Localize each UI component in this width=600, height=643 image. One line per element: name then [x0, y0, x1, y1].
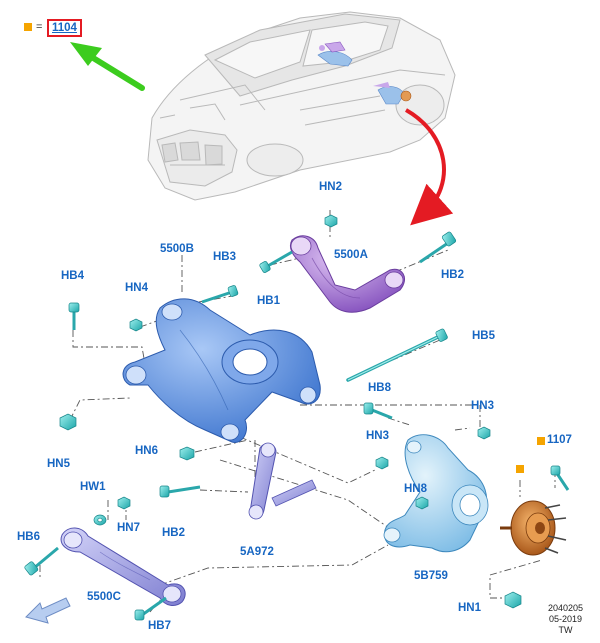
callout-1107[interactable]: 1107 [547, 434, 572, 446]
long-bolt-hb5 [346, 328, 448, 382]
callout-hb4[interactable]: HB4 [61, 270, 85, 282]
legend-reference-link[interactable]: 1104 [47, 19, 82, 37]
callout-5b759[interactable]: 5B759 [414, 570, 448, 582]
vehicle-outline [147, 11, 456, 201]
callout-hb6[interactable]: HB6 [17, 531, 41, 543]
red-pointer-arrow [405, 108, 454, 226]
callout-5a972[interactable]: 5A972 [240, 546, 274, 558]
callout-hn2[interactable]: HN2 [319, 181, 343, 193]
callout-hn1[interactable]: HN1 [458, 602, 482, 614]
callout-hn6[interactable]: HN6 [135, 445, 159, 457]
callout-hw1[interactable]: HW1 [80, 481, 106, 493]
callout-hb2-top[interactable]: HB2 [441, 269, 465, 281]
callout-hb3[interactable]: HB3 [213, 251, 237, 263]
callout-hn7[interactable]: HN7 [117, 522, 141, 534]
lower-arm-5500c [60, 527, 186, 606]
vehicle-suspension-highlight [317, 41, 412, 105]
callout-hn3-mid[interactable]: HN3 [366, 430, 390, 442]
fasteners [24, 214, 570, 621]
upper-arm-5500a [289, 235, 405, 313]
drawing-code: 2040205 [548, 603, 584, 613]
knuckle-5b759 [383, 434, 489, 553]
hub-marker [516, 465, 524, 473]
callout-hn8[interactable]: HN8 [404, 483, 428, 495]
callout-hb8[interactable]: HB8 [368, 382, 392, 394]
callout-5500a[interactable]: 5500A [334, 249, 368, 261]
green-pointer-arrow [70, 42, 145, 91]
drawing-date: 05-2019 [549, 614, 583, 624]
front-direction-arrow [25, 597, 71, 624]
subframe-5500b [122, 298, 321, 443]
callout-5500c[interactable]: 5500C [87, 591, 121, 603]
callout-5500b[interactable]: 5500B [160, 243, 194, 255]
part-1107-marker [537, 437, 545, 445]
drawing-stamp: 2040205 05-2019 TW [548, 603, 583, 636]
drawing-initials: TW [558, 625, 573, 635]
callout-hn4[interactable]: HN4 [125, 282, 149, 294]
callout-hb7[interactable]: HB7 [148, 620, 172, 632]
legend-marker [24, 23, 32, 31]
callout-hb1[interactable]: HB1 [257, 295, 281, 307]
callout-hb2-low[interactable]: HB2 [162, 527, 186, 539]
toe-link-5a972 [248, 442, 317, 520]
callout-hn5[interactable]: HN5 [47, 458, 71, 470]
legend-equals: = [36, 21, 43, 33]
wheel-hub-bearing [500, 500, 567, 556]
callout-hb5[interactable]: HB5 [472, 330, 496, 342]
callout-hn3-right[interactable]: HN3 [471, 400, 495, 412]
